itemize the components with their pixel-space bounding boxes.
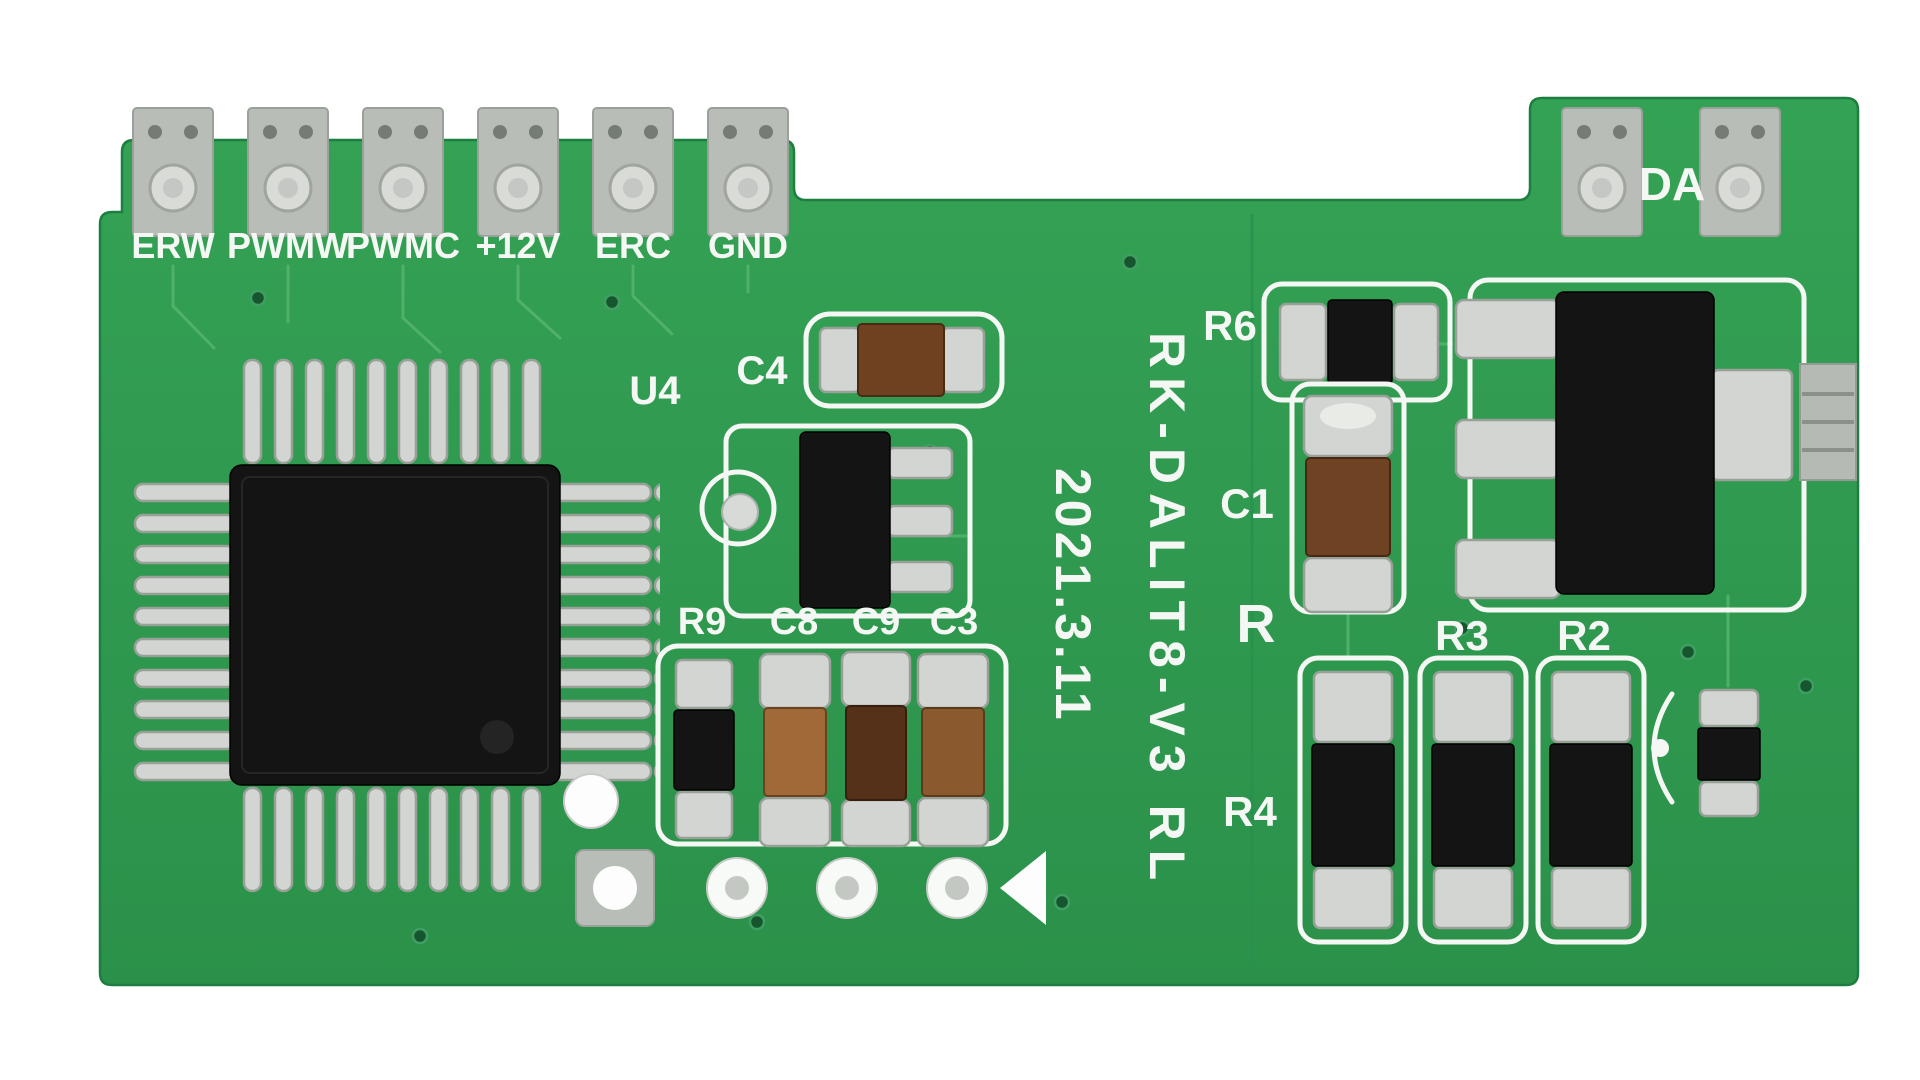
c4-body [857, 323, 945, 397]
connector-tab-erw [131, 106, 215, 238]
bare-pad-circle [563, 773, 619, 829]
component-r2 [1535, 655, 1647, 945]
r2-body [1549, 743, 1633, 867]
label-date: 2021.3.11 [1045, 468, 1101, 724]
r2-silkscreen-outline [1535, 655, 1647, 945]
component-c1 [1289, 381, 1407, 615]
r3-body [1431, 743, 1515, 867]
u4-body [799, 431, 891, 609]
label-erc: ERC [595, 225, 671, 266]
label-r9: R9 [678, 601, 727, 643]
connector-tab-gnd [706, 106, 790, 238]
diode-silkscreen-dot [1651, 739, 1669, 757]
label-r4: R4 [1223, 788, 1277, 835]
connector-tab-da-1 [1560, 106, 1644, 238]
c3-body [921, 707, 985, 797]
r3-silkscreen-outline [1417, 655, 1529, 945]
label-12v: +12V [475, 225, 560, 266]
label-gnd: GND [708, 225, 788, 266]
label-c9: C9 [852, 601, 901, 643]
component-c4 [803, 311, 1005, 409]
label-c8: C8 [770, 601, 819, 643]
main-mcu-qfp [133, 358, 660, 893]
connector-tab-pwmw [246, 106, 330, 238]
connector-tab-da-2 [1698, 106, 1782, 238]
label-da: DA [1639, 158, 1705, 210]
edge-hatched-pad [1799, 363, 1857, 481]
c4-silkscreen-outline [803, 311, 1005, 409]
silkscreen-arrow [1000, 851, 1046, 925]
label-pwmc: PWMC [346, 225, 460, 266]
group-silkscreen-outline [655, 643, 1009, 847]
r4-body [1311, 743, 1395, 867]
qfp-leads-bottom [237, 786, 547, 893]
through-hole-pads [706, 857, 988, 919]
component-r3 [1417, 655, 1529, 945]
qfp-body [229, 464, 561, 786]
u4-pad-blob [721, 493, 759, 531]
label-pwmw: PWMW [227, 225, 349, 266]
qfp-leads-top [237, 358, 547, 465]
connector-tab-pwmc [361, 106, 445, 238]
component-u4 [699, 423, 973, 619]
c1-body [1305, 457, 1391, 557]
label-c1: C1 [1220, 480, 1274, 527]
label-erw: ERW [131, 225, 214, 266]
label-board-title: RK-DALIT8-V3 RL [1139, 332, 1195, 889]
label-c4: C4 [736, 349, 788, 393]
bottom-pads [575, 849, 1046, 927]
diode-body [1697, 727, 1761, 781]
label-r2: R2 [1557, 612, 1611, 659]
label-r-partial: R [1237, 594, 1276, 654]
regulator-body [1555, 291, 1715, 595]
label-r3: R3 [1435, 612, 1489, 659]
u4-silkscreen-circle [699, 469, 777, 547]
qfp-pin1-dot [480, 720, 514, 754]
component-group-r9-c8-c9-c3 [655, 643, 1009, 848]
r4-silkscreen-outline [1297, 655, 1409, 945]
r9-body [673, 709, 735, 791]
c8-body [763, 707, 827, 797]
left-connector-labels: ERW PWMW PWMC +12V ERC GND [131, 225, 788, 266]
qfp-leads-left [133, 477, 237, 787]
r6-body [1327, 299, 1393, 385]
regulator-tab-pad [1710, 368, 1794, 482]
connector-tab-12v [476, 106, 560, 238]
label-c3: C3 [930, 601, 979, 643]
c9-body [845, 705, 907, 801]
component-small-diode [1651, 688, 1761, 818]
component-r6 [1261, 281, 1453, 403]
component-regulator [1454, 277, 1807, 613]
qfp-leads-right [556, 477, 660, 787]
component-r4 [1297, 655, 1409, 945]
label-u4: U4 [629, 369, 681, 413]
connector-tab-erc [591, 106, 675, 238]
label-r6: R6 [1203, 302, 1257, 349]
